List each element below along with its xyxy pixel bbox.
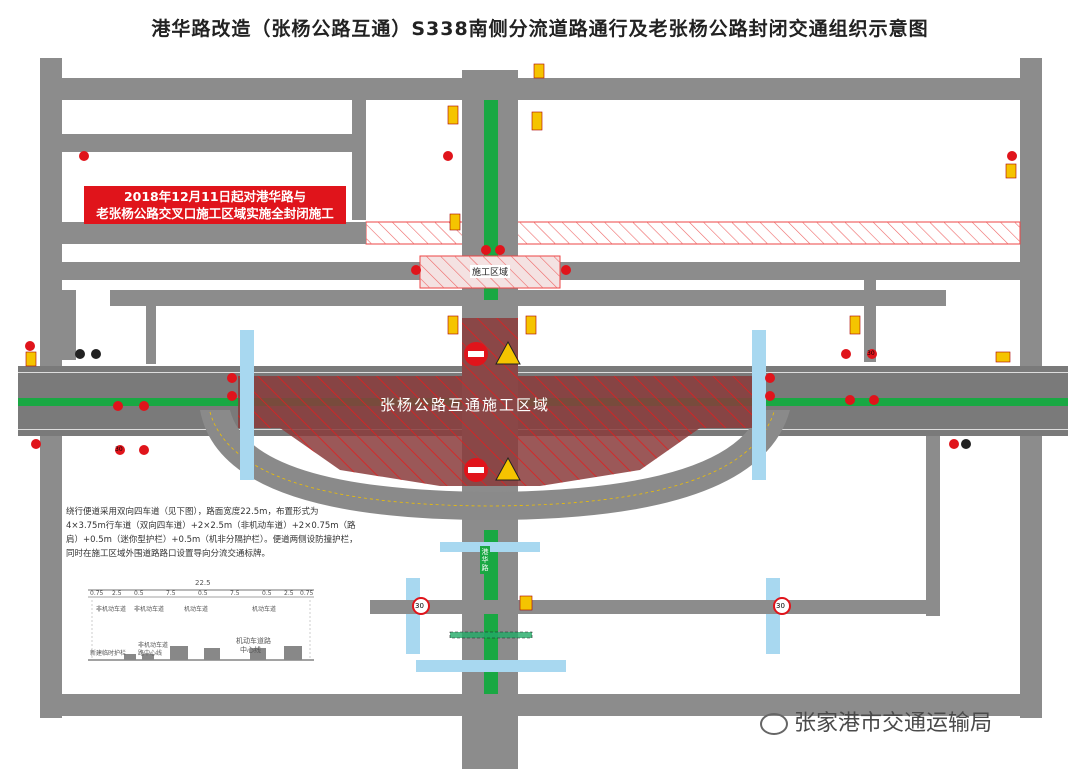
notice-line-1: 2018年12月11日起对港华路与 [123, 189, 307, 204]
warning-sign [495, 456, 521, 481]
warning-sign [495, 340, 521, 365]
center-label-1: 机动车道路 [236, 637, 271, 645]
watermark-text: 张家港市交通运输局 [794, 711, 993, 736]
road-lower [370, 600, 940, 614]
cross-section-diagram [88, 589, 314, 661]
total-width: 22.5 [195, 579, 211, 587]
center-label-2: 中心线 [240, 646, 261, 654]
dim-4: 0.5 [198, 590, 208, 597]
no-entry-sign [464, 342, 488, 366]
lane-label-2: 非机动车道 [134, 606, 165, 613]
speed-sign-text: 30 [776, 602, 785, 610]
side-label-2: 路中心线 [138, 650, 163, 657]
speed-sign-text: 30 [867, 350, 875, 357]
ganghua-sign-label: 港华路 [480, 546, 490, 574]
road-fourth [110, 290, 946, 306]
side-label: 非机动车道 [138, 642, 169, 649]
dim-5: 7.5 [230, 590, 240, 597]
lane-label-1: 非机动车道 [96, 606, 127, 613]
bypass-description: 绕行便道采用双向四车道（见下图），路面宽度22.5m，布置形式为4×3.75m行… [66, 507, 358, 559]
no-entry-sign [464, 458, 488, 482]
page-title: 港华路改造（张杨公路互通）S338南侧分流道路通行及老张杨公路封闭交通组织示意图 [151, 18, 929, 40]
speed-sign-text: 30 [115, 446, 123, 453]
dim-1: 2.5 [112, 590, 122, 597]
fence-label: 新建临时护栏 [90, 650, 127, 657]
dim-3: 7.5 [166, 590, 176, 597]
small-zone-label: 施工区域 [470, 265, 511, 278]
dim-0: 0.75 [90, 590, 104, 597]
dim-7: 2.5 [284, 590, 294, 597]
wechat-icon [760, 713, 788, 735]
road-bottom [40, 694, 1042, 716]
notice-line-2: 老张杨公路交叉口施工区域实施全封闭施工 [96, 206, 334, 221]
watermark: 张家港市交通运输局 [760, 705, 992, 737]
road-top [40, 78, 1042, 100]
bypass-arc [200, 410, 790, 520]
dim-8: 0.75 [300, 590, 314, 597]
dim-2: 0.5 [134, 590, 144, 597]
main-zone-label: 张杨公路互通施工区域 [380, 396, 551, 414]
road-second-left [62, 134, 352, 152]
closure-notice: 2018年12月11日起对港华路与 老张杨公路交叉口施工区域实施全封闭施工 [84, 186, 346, 224]
speed-sign-text: 30 [415, 602, 424, 610]
dim-6: 0.5 [262, 590, 272, 597]
lane-label-3: 机动车道 [184, 606, 209, 613]
lane-label-4: 机动车道 [252, 606, 277, 613]
